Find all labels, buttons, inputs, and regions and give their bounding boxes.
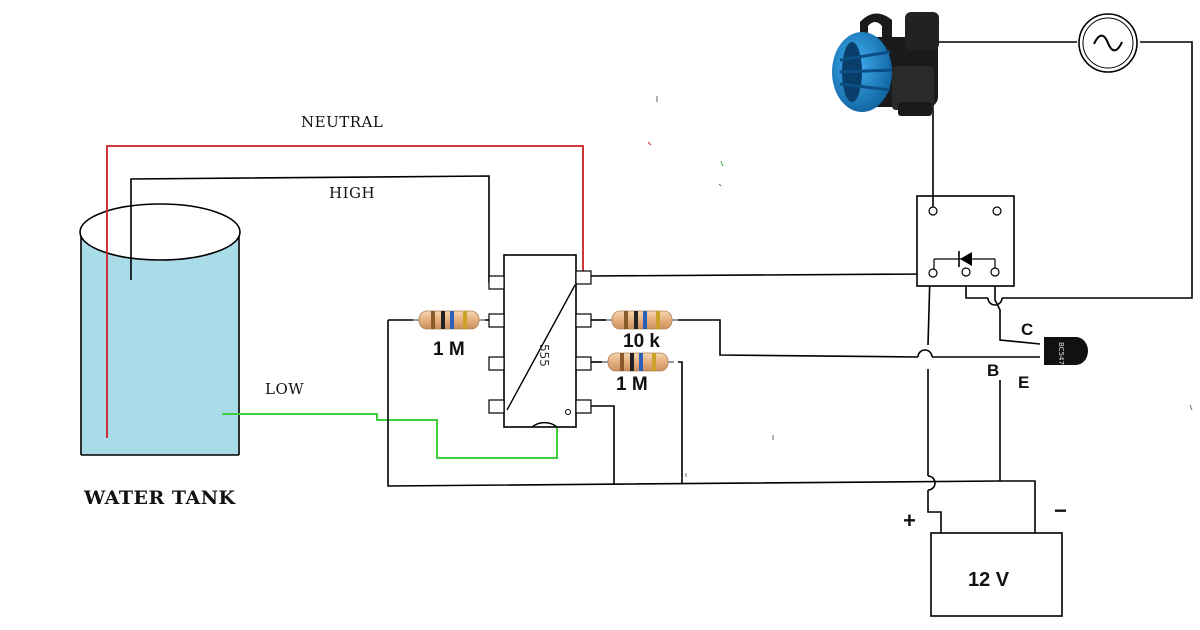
ic-pin-1 [575,399,592,414]
circuit-wiring [387,41,1193,533]
high-wire [130,175,490,283]
resistor-10k-label: 10 k [623,331,660,352]
npn-transistor-icon: BC547 [1044,337,1088,365]
high-label: HIGH [329,184,375,202]
water-tank-label: WATER TANK [83,487,237,509]
ic-pin-5 [488,275,505,290]
transistor-label: BC547 [1057,342,1065,365]
ac-source-icon [1078,13,1138,73]
water-pump-motor-icon [832,12,939,116]
collector-label: C [1021,320,1033,339]
ic-pin-4 [575,270,592,285]
neutral-wire [106,145,584,438]
resistor-1m-left [388,310,489,330]
neutral-label: NEUTRAL [301,113,383,131]
resistor-1m-right [591,352,675,372]
battery-minus-label: − [1054,498,1067,523]
ic-555: 555 [488,254,592,428]
ic-pin-6 [488,313,505,328]
emitter-label: E [1018,373,1029,392]
battery-plus-label: + [903,508,916,533]
battery-label: 12 V [968,569,1010,591]
relay [916,195,1015,287]
ic-pin-8 [488,399,505,414]
ic-pin-7 [488,356,505,371]
base-label: B [987,361,999,380]
resistor-10k [591,310,679,330]
ic-label: 555 [537,344,551,367]
water-tank [79,203,241,456]
tank-top [79,203,241,261]
ic-pin-2 [575,356,592,371]
tank-water [81,232,239,455]
motor-relay-wire [924,104,934,207]
diode-icon [933,251,996,269]
resistor-1m-right-label: 1 M [616,374,648,395]
ic-pin-3 [575,313,592,328]
stray-marks [647,96,1193,477]
low-label: LOW [265,380,304,398]
resistor-1m-left-label: 1 M [433,339,465,360]
battery-icon [930,532,1063,617]
